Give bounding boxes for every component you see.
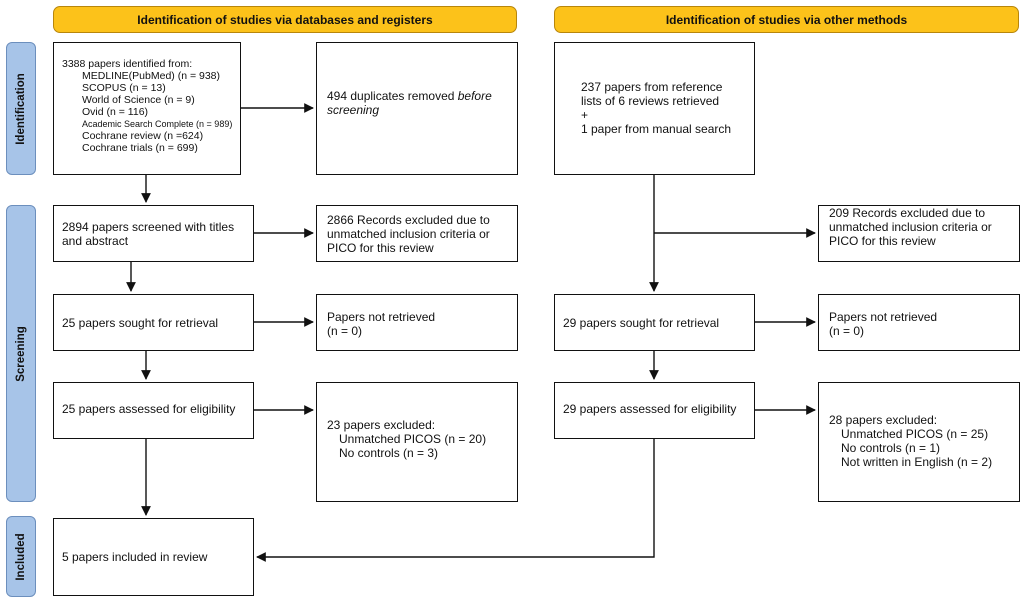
source-item: Cochrane review (n =624) [82,130,204,142]
box-records-identified: 3388 papers identified from: MEDLINE(Pub… [53,42,241,175]
stage-screening: Screening [6,205,36,502]
excluded-elig-title: 23 papers excluded: [327,418,436,432]
header-databases-label: Identification of studies via databases … [137,12,433,27]
exclusion-reason: No controls (n = 3) [339,446,439,460]
other-exclusion-reason: Unmatched PICOS (n = 25) [841,427,989,441]
box-duplicates-removed: 494 duplicates removed before screening [316,42,518,175]
box-included-review: 5 papers included in review [53,518,254,596]
other-exclusion-reason: No controls (n = 1) [841,441,941,455]
box-other-assessed-eligibility: 29 papers assessed for eligibility [554,382,755,439]
sought-text: 25 papers sought for retrieval [62,315,219,330]
other-sought-text: 29 papers sought for retrieval [563,315,720,330]
other-identified-line: 1 paper from manual search [581,122,732,136]
box-excluded-eligibility: 23 papers excluded: Unmatched PICOS (n =… [316,382,518,502]
stage-identification: Identification [6,42,36,175]
arrow-other-assessed-to-included [256,439,655,562]
source-item: Ovid (n = 116) [82,106,149,118]
other-excluded-elig-title: 28 papers excluded: [829,413,938,427]
box-records-excluded: 2866 Records excluded due to unmatched i… [316,205,518,262]
box-other-sought-retrieval: 29 papers sought for retrieval [554,294,755,351]
source-item: World of Science (n = 9) [82,94,195,106]
other-not-retrieved-count: (n = 0) [829,324,865,338]
other-excluded-screen-text: 209 Records excluded due to unmatched in… [829,206,992,248]
header-other-methods: Identification of studies via other meth… [554,6,1019,33]
box-other-excluded-eligibility: 28 papers excluded: Unmatched PICOS (n =… [818,382,1020,502]
stage-included: Included [6,516,36,597]
assessed-text: 25 papers assessed for eligibility [62,402,236,416]
source-item: SCOPUS (n = 13) [82,82,166,94]
duplicates-italic: before screening [327,89,492,117]
excluded-screen-text: 2866 Records excluded due to unmatched i… [327,213,490,255]
box-not-retrieved: Papers not retrieved (n = 0) [316,294,518,351]
source-item: MEDLINE(PubMed) (n = 938) [82,70,221,82]
other-assessed-text: 29 papers assessed for eligibility [563,402,737,416]
other-identified-line: + [581,108,589,122]
not-retrieved-count: (n = 0) [327,324,363,338]
other-exclusion-reason: Not written in English (n = 2) [841,455,993,469]
box-other-identified: 237 papers from reference lists of 6 rev… [554,42,755,175]
not-retrieved-title: Papers not retrieved [327,310,436,324]
header-databases: Identification of studies via databases … [53,6,517,33]
source-item: Cochrane trials (n = 699) [82,142,198,154]
box-other-not-retrieved: Papers not retrieved (n = 0) [818,294,1020,351]
header-other-methods-label: Identification of studies via other meth… [665,12,908,27]
duplicates-text: 494 duplicates removed [327,89,458,103]
other-identified-line: lists of 6 reviews retrieved [581,94,720,108]
exclusion-reason: Unmatched PICOS (n = 20) [339,432,487,446]
source-item: Academic Search Complete (n = 989) [82,119,233,129]
other-not-retrieved-title: Papers not retrieved [829,310,938,324]
box-sought-retrieval: 25 papers sought for retrieval [53,294,254,351]
identified-title: 3388 papers identified from: [62,58,193,70]
box-assessed-eligibility: 25 papers assessed for eligibility [53,382,254,439]
other-identified-line: 237 papers from reference [581,80,723,94]
screened-text: 2894 papers screened with titles and abs… [62,220,235,248]
included-text: 5 papers included in review [62,550,208,564]
box-records-screened: 2894 papers screened with titles and abs… [53,205,254,262]
box-other-records-excluded: 209 Records excluded due to unmatched in… [818,205,1020,262]
